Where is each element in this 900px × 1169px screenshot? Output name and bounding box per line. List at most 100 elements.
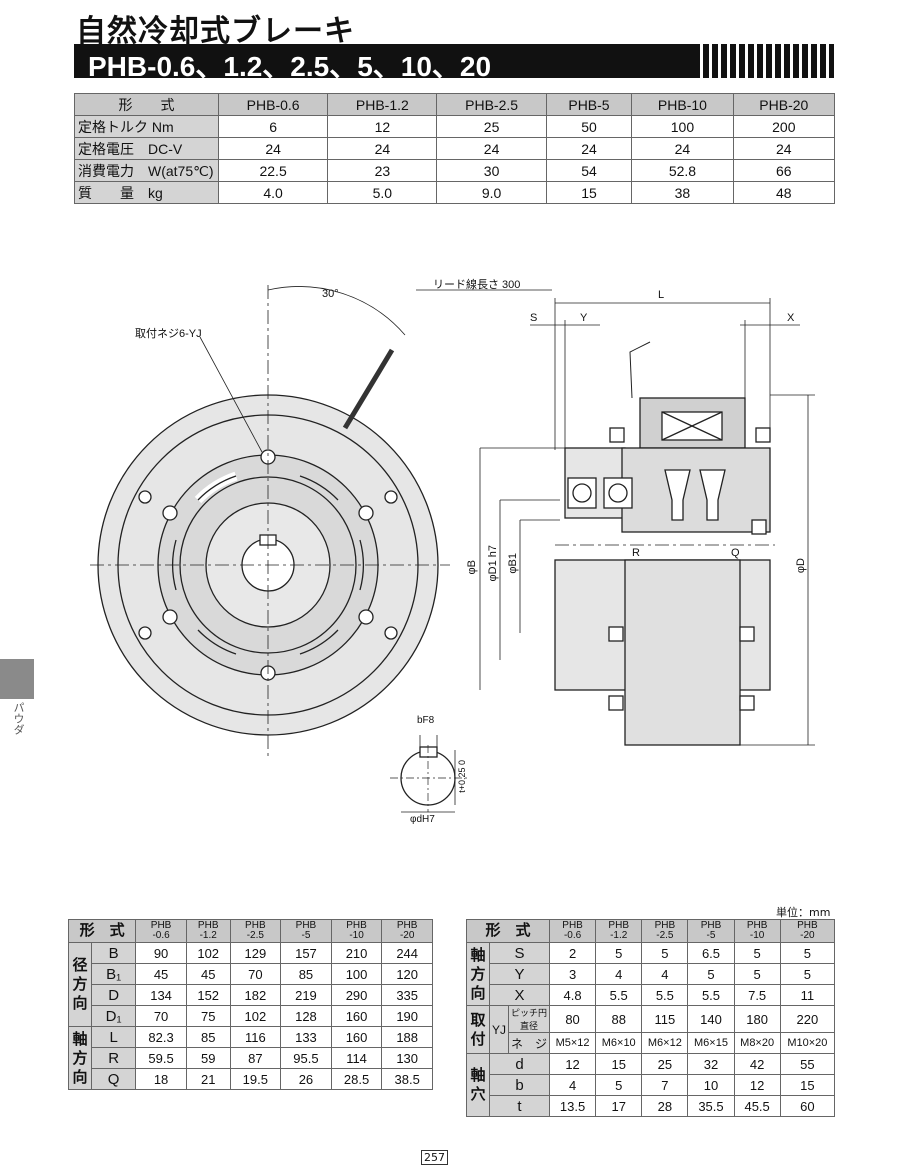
cell: 129 xyxy=(229,942,282,964)
spec-model: PHB-1.2 xyxy=(327,93,438,116)
cell: 18 xyxy=(135,1068,187,1090)
cell: 59 xyxy=(185,1047,231,1069)
dim2-head: 形 式 xyxy=(466,919,550,943)
lead-length-label: リード線長さ 300 xyxy=(433,279,521,291)
table-row: 取付 YJ ピッチ円直径 80 88 115 140 180 220 xyxy=(466,1005,836,1054)
table-row: R 59.5 59 87 95.5 114 130 xyxy=(69,1047,433,1069)
dim-t: t+0.25 0 xyxy=(457,760,467,793)
table-row: B₁ 45 45 70 85 100 120 xyxy=(69,963,433,985)
spec-label: 消費電力 W(at75℃) xyxy=(74,159,219,182)
row-label: d xyxy=(489,1053,550,1075)
spec-table: 形 式 PHB-0.6 PHB-1.2 PHB-2.5 PHB-5 PHB-10… xyxy=(74,93,836,204)
cell: 45 xyxy=(185,963,231,985)
spec-cell: 24 xyxy=(436,137,547,160)
cell: 120 xyxy=(381,963,433,985)
cell: 2 xyxy=(548,942,597,964)
cell: 160 xyxy=(330,1026,383,1048)
row-label: D xyxy=(90,984,137,1006)
cell: 38.5 xyxy=(381,1068,433,1090)
cell: 210 xyxy=(330,942,383,964)
spec-cell: 100 xyxy=(631,115,734,138)
cell: M10×20 xyxy=(779,1032,836,1054)
cell: 70 xyxy=(135,1005,187,1027)
cell: 42 xyxy=(733,1053,781,1075)
cell: 25 xyxy=(641,1053,689,1075)
row-label: ネ ジ xyxy=(508,1032,550,1054)
cell: 75 xyxy=(185,1005,231,1027)
table-row: D 134 152 182 219 290 335 xyxy=(69,984,433,1006)
cell: 70 xyxy=(229,963,282,985)
table-row: 軸方向 L 82.3 85 116 133 160 188 xyxy=(68,1026,433,1090)
cell: M6×12 xyxy=(641,1032,689,1054)
cell: M6×10 xyxy=(595,1032,643,1054)
dim-B1: φB1 xyxy=(507,553,519,574)
row-label: Y xyxy=(489,963,550,985)
row-label: X xyxy=(489,984,550,1006)
cell: 55 xyxy=(779,1053,836,1075)
cell: 4 xyxy=(548,1074,597,1096)
cell: M5×12 xyxy=(548,1032,597,1054)
cell: 12 xyxy=(733,1074,781,1096)
spec-cell: 24 xyxy=(732,137,836,160)
spec-cell: 48 xyxy=(732,181,836,204)
cell: 85 xyxy=(185,1026,231,1048)
cell: 17 xyxy=(595,1095,643,1117)
dim1-model: PHB-10 xyxy=(330,919,383,943)
spec-model: PHB-0.6 xyxy=(217,93,329,116)
cell: 15 xyxy=(779,1074,836,1096)
spec-row: 消費電力 W(at75℃) 22.5 23 30 54 52.8 66 xyxy=(74,159,836,182)
table-row: D₁ 70 75 102 128 160 190 xyxy=(69,1005,433,1027)
cell: 190 xyxy=(381,1005,433,1027)
row-label: S xyxy=(489,942,550,964)
cell: 100 xyxy=(330,963,383,985)
cell: 5 xyxy=(595,942,643,964)
dim-S: S xyxy=(530,312,538,324)
cell: 128 xyxy=(280,1005,332,1027)
cell: 4 xyxy=(595,963,643,985)
dim2-model: PHB-1.2 xyxy=(595,919,643,943)
table-row: ネ ジ M5×12 M6×10 M6×12 M6×15 M8×20 M10×20 xyxy=(467,1032,836,1054)
cell: 102 xyxy=(185,942,231,964)
cell: 134 xyxy=(135,984,187,1006)
dim2-model: PHB-5 xyxy=(687,919,735,943)
dim1-model: PHB-5 xyxy=(280,919,332,943)
cell: 28.5 xyxy=(330,1068,383,1090)
cell: 12 xyxy=(548,1053,597,1075)
spec-model: PHB-20 xyxy=(732,93,836,116)
group-radial: 径方向 xyxy=(68,942,92,1027)
spec-cell: 15 xyxy=(545,181,633,204)
cell: 4.8 xyxy=(548,984,597,1006)
cell: 3 xyxy=(548,963,597,985)
cell: M8×20 xyxy=(733,1032,781,1054)
spec-cell: 38 xyxy=(631,181,734,204)
cell: 11 xyxy=(779,984,836,1006)
row-label: B xyxy=(90,942,137,964)
mount-screw-label: 取付ネジ6-YJ xyxy=(135,328,202,340)
spec-label: 定格トルク Nm xyxy=(74,115,219,138)
cell: 5 xyxy=(687,963,735,985)
dim1-model: PHB-20 xyxy=(381,919,433,943)
cell: 59.5 xyxy=(135,1047,187,1069)
angle-label: 30° xyxy=(322,288,339,300)
cell: 21 xyxy=(185,1068,231,1090)
dim1-model: PHB-0.6 xyxy=(135,919,187,943)
spec-cell: 9.0 xyxy=(436,181,547,204)
dim-R: R xyxy=(632,547,640,559)
spec-row: 質 量 kg 4.0 5.0 9.0 15 38 48 xyxy=(74,181,836,204)
page-title: 自然冷却式ブレーキ xyxy=(76,14,355,49)
cell: 157 xyxy=(280,942,332,964)
cell: 5 xyxy=(779,942,836,964)
cell: 116 xyxy=(229,1026,282,1048)
dim-Y: Y xyxy=(580,312,588,324)
dim2-model: PHB-2.5 xyxy=(641,919,689,943)
cell: 102 xyxy=(229,1005,282,1027)
row-label: R xyxy=(90,1047,137,1069)
cell: 32 xyxy=(687,1053,735,1075)
group-axial: 軸方向 xyxy=(68,1026,92,1090)
table-row: t 13.5 17 28 35.5 45.5 60 xyxy=(467,1095,836,1117)
cell: 28 xyxy=(641,1095,689,1117)
cell: 6.5 xyxy=(687,942,735,964)
cell: 220 xyxy=(779,1005,836,1033)
spec-cell: 50 xyxy=(545,115,633,138)
cell: 152 xyxy=(185,984,231,1006)
